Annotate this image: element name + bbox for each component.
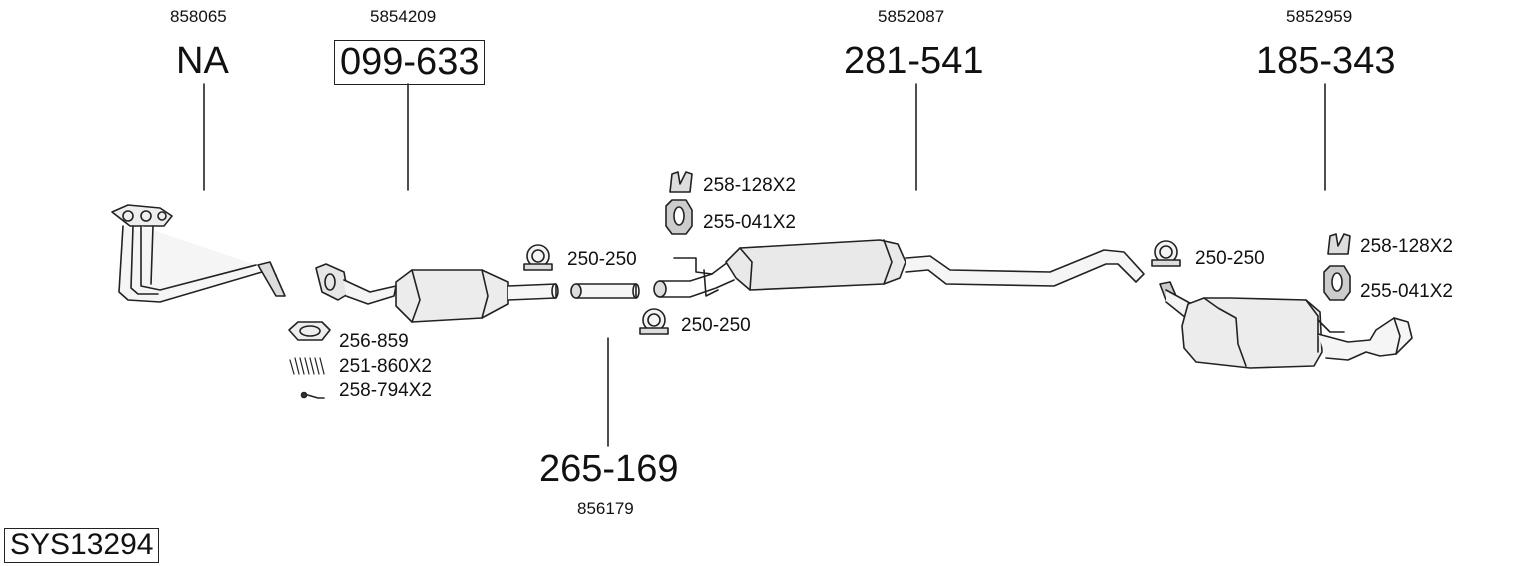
bracket-shape-rear (1327, 233, 1351, 255)
oe-number-185-343: 5852959 (1286, 7, 1353, 26)
bracket-shape-mid (669, 171, 693, 193)
oe-number-265-169: 856179 (577, 499, 634, 518)
label-rubber-rear[interactable]: 255-041X2 (1360, 281, 1453, 302)
rear-silencer-shape (1159, 281, 1413, 369)
label-bracket-mid[interactable]: 258-128X2 (703, 175, 796, 196)
catalytic-converter-shape (315, 263, 559, 323)
oe-number-na: 858065 (170, 7, 227, 26)
label-clamp-c[interactable]: 250-250 (1195, 248, 1265, 269)
oe-number-281-541: 5852087 (878, 7, 945, 26)
clamp-shape-c (1151, 240, 1181, 267)
rubber-shape-rear (1323, 265, 1351, 301)
label-rubber-mid[interactable]: 255-041X2 (703, 212, 796, 233)
centre-silencer-shape (653, 239, 1145, 298)
label-gasket[interactable]: 256-859 (339, 331, 409, 352)
part-number-265-169[interactable]: 265-169 (539, 448, 679, 490)
clamp-shape-b (639, 308, 669, 335)
bolt-shape (300, 391, 325, 399)
intermediate-pipe-shape (570, 283, 640, 299)
part-number-281-541[interactable]: 281-541 (844, 40, 984, 82)
label-clamp-a[interactable]: 250-250 (567, 249, 637, 270)
part-number-185-343[interactable]: 185-343 (1256, 40, 1396, 82)
rubber-shape-mid (665, 199, 693, 235)
label-spring[interactable]: 251-860X2 (339, 356, 432, 377)
oe-number-099-633: 5854209 (370, 7, 437, 26)
label-clamp-b[interactable]: 250-250 (681, 315, 751, 336)
front-pipe-shape (111, 204, 286, 303)
label-bolt[interactable]: 258-794X2 (339, 380, 432, 401)
clamp-shape-a (523, 244, 553, 271)
part-number-na[interactable]: NA (176, 40, 229, 82)
spring-shape (289, 357, 325, 375)
gasket-shape (288, 321, 331, 341)
label-bracket-rear[interactable]: 258-128X2 (1360, 236, 1453, 257)
part-number-099-633[interactable]: 099-633 (334, 40, 486, 85)
system-code: SYS13294 (4, 528, 160, 563)
